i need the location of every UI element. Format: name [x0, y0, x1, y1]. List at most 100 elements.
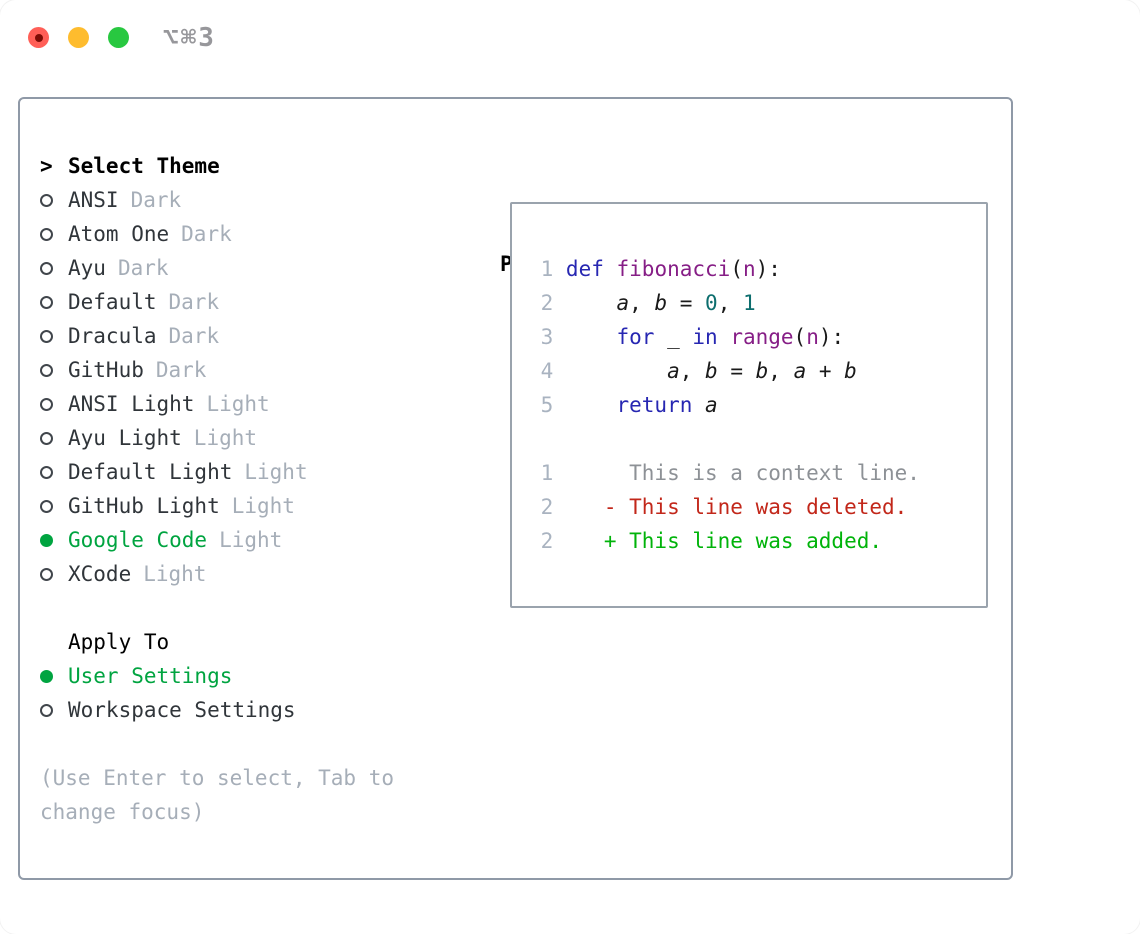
preview-line: 5 return a: [528, 388, 972, 422]
preview-line: 1 def fibonacci(n):: [528, 252, 972, 286]
theme-option-ayu-light[interactable]: Ayu Light Light: [40, 421, 394, 455]
radio-icon: [40, 295, 68, 309]
radio-icon: [40, 431, 68, 445]
line-content: - This line was deleted.: [565, 495, 908, 519]
theme-variant-badge: Light: [231, 494, 295, 518]
select-theme-title: Select Theme: [68, 154, 220, 178]
theme-option-ayu[interactable]: Ayu Dark: [40, 251, 394, 285]
line-number: [528, 422, 553, 456]
theme-option-default[interactable]: Default Dark: [40, 285, 394, 319]
line-content: a, b = 0, 1: [616, 291, 756, 315]
theme-variant-badge: Dark: [168, 324, 220, 348]
theme-option-label: Default Light: [68, 460, 233, 484]
theme-option-google-code[interactable]: Google Code Light: [40, 523, 394, 557]
close-button[interactable]: [28, 27, 49, 48]
radio-icon: [40, 567, 68, 581]
line-number: 2: [540, 529, 554, 553]
radio-icon: [40, 261, 68, 275]
theme-variant-badge: Light: [206, 392, 270, 416]
theme-variant-badge: Dark: [168, 290, 220, 314]
radio-icon: [40, 227, 68, 241]
theme-option-ansi-light[interactable]: ANSI Light Light: [40, 387, 394, 421]
theme-option-github-light[interactable]: GitHub Light Light: [40, 489, 394, 523]
traffic-lights: [28, 27, 129, 48]
select-theme-header: > Select Theme: [40, 149, 394, 183]
theme-option-label: Google Code: [68, 528, 208, 552]
line-number: 1: [540, 461, 554, 485]
window-title: ⌥⌘3: [163, 22, 216, 53]
theme-variant-badge: Dark: [130, 188, 182, 212]
theme-option-label: ANSI Light: [68, 392, 195, 416]
radio-selected-icon: [40, 669, 68, 683]
theme-option-xcode[interactable]: XCode Light: [40, 557, 394, 591]
theme-option-label: Ayu Light: [68, 426, 182, 450]
line-number: 3: [540, 325, 554, 349]
line-number: 5: [540, 393, 554, 417]
apply-option-label: User Settings: [68, 664, 233, 688]
theme-variant-badge: Light: [244, 460, 308, 484]
theme-variant-badge: Light: [219, 528, 283, 552]
apply-option-workspace-settings[interactable]: Workspace Settings: [40, 693, 394, 727]
theme-option-label: GitHub: [68, 358, 144, 382]
line-number: 2: [540, 495, 554, 519]
radio-icon: [40, 363, 68, 377]
radio-icon: [40, 397, 68, 411]
line-content: This is a context line.: [565, 461, 920, 485]
preview-line: 2 + This line was added.: [528, 524, 972, 558]
help-text-line-1: (Use Enter to select, Tab to: [40, 766, 395, 790]
spacer: [40, 727, 394, 761]
line-number: 2: [540, 291, 554, 315]
preview-line: 4 a, b = b, a + b: [528, 354, 972, 388]
help-text-line-2: change focus): [40, 800, 205, 824]
theme-option-label: XCode: [68, 562, 132, 586]
zoom-button[interactable]: [108, 27, 129, 48]
apply-to-title: Apply To: [68, 630, 170, 654]
preview-line: [528, 422, 972, 456]
preview-line: 3 for _ in range(n):: [528, 320, 972, 354]
apply-option-user-settings[interactable]: User Settings: [40, 659, 394, 693]
line-content: return a: [616, 393, 718, 417]
line-content: def fibonacci(n):: [565, 257, 781, 281]
theme-option-label: Default: [68, 290, 157, 314]
radio-icon: [40, 193, 68, 207]
radio-icon: [40, 703, 68, 717]
theme-option-atom-one[interactable]: Atom One Dark: [40, 217, 394, 251]
theme-option-github[interactable]: GitHub Dark: [40, 353, 394, 387]
line-number: 4: [540, 359, 554, 383]
apply-option-label: Workspace Settings: [68, 698, 296, 722]
theme-variant-badge: Dark: [155, 358, 207, 382]
line-content: a, b = b, a + b: [667, 359, 857, 383]
line-content: + This line was added.: [565, 529, 882, 553]
preview-line: 1 This is a context line.: [528, 456, 972, 490]
theme-option-label: Ayu: [68, 256, 106, 280]
preview-line: 2 - This line was deleted.: [528, 490, 972, 524]
theme-option-label: Atom One: [68, 222, 170, 246]
preview-code-box: 1 def fibonacci(n): 2 a, b = 0, 1 3 for _ i…: [510, 202, 988, 608]
theme-option-label: Dracula: [68, 324, 157, 348]
theme-variant-badge: Light: [193, 426, 258, 450]
line-content: for _ in range(n):: [616, 325, 845, 349]
title-bar: ⌥⌘3: [0, 0, 1140, 75]
theme-variant-badge: Light: [143, 562, 207, 586]
theme-variant-badge: Dark: [181, 222, 232, 246]
theme-variant-badge: Dark: [117, 256, 169, 280]
apply-to-header: Apply To: [40, 625, 394, 659]
radio-icon: [40, 499, 68, 513]
radio-icon: [40, 329, 68, 343]
theme-option-default-light[interactable]: Default Light Light: [40, 455, 394, 489]
spacer: [40, 591, 394, 625]
theme-option-label: GitHub Light: [68, 494, 220, 518]
theme-option-dracula[interactable]: Dracula Dark: [40, 319, 394, 353]
cursor-icon: >: [40, 154, 53, 178]
radio-icon: [40, 465, 68, 479]
minimize-button[interactable]: [68, 27, 89, 48]
theme-option-label: ANSI: [68, 188, 119, 212]
radio-selected-icon: [40, 533, 68, 547]
line-number: 1: [540, 257, 554, 281]
theme-option-ansi[interactable]: ANSI Dark: [40, 183, 394, 217]
